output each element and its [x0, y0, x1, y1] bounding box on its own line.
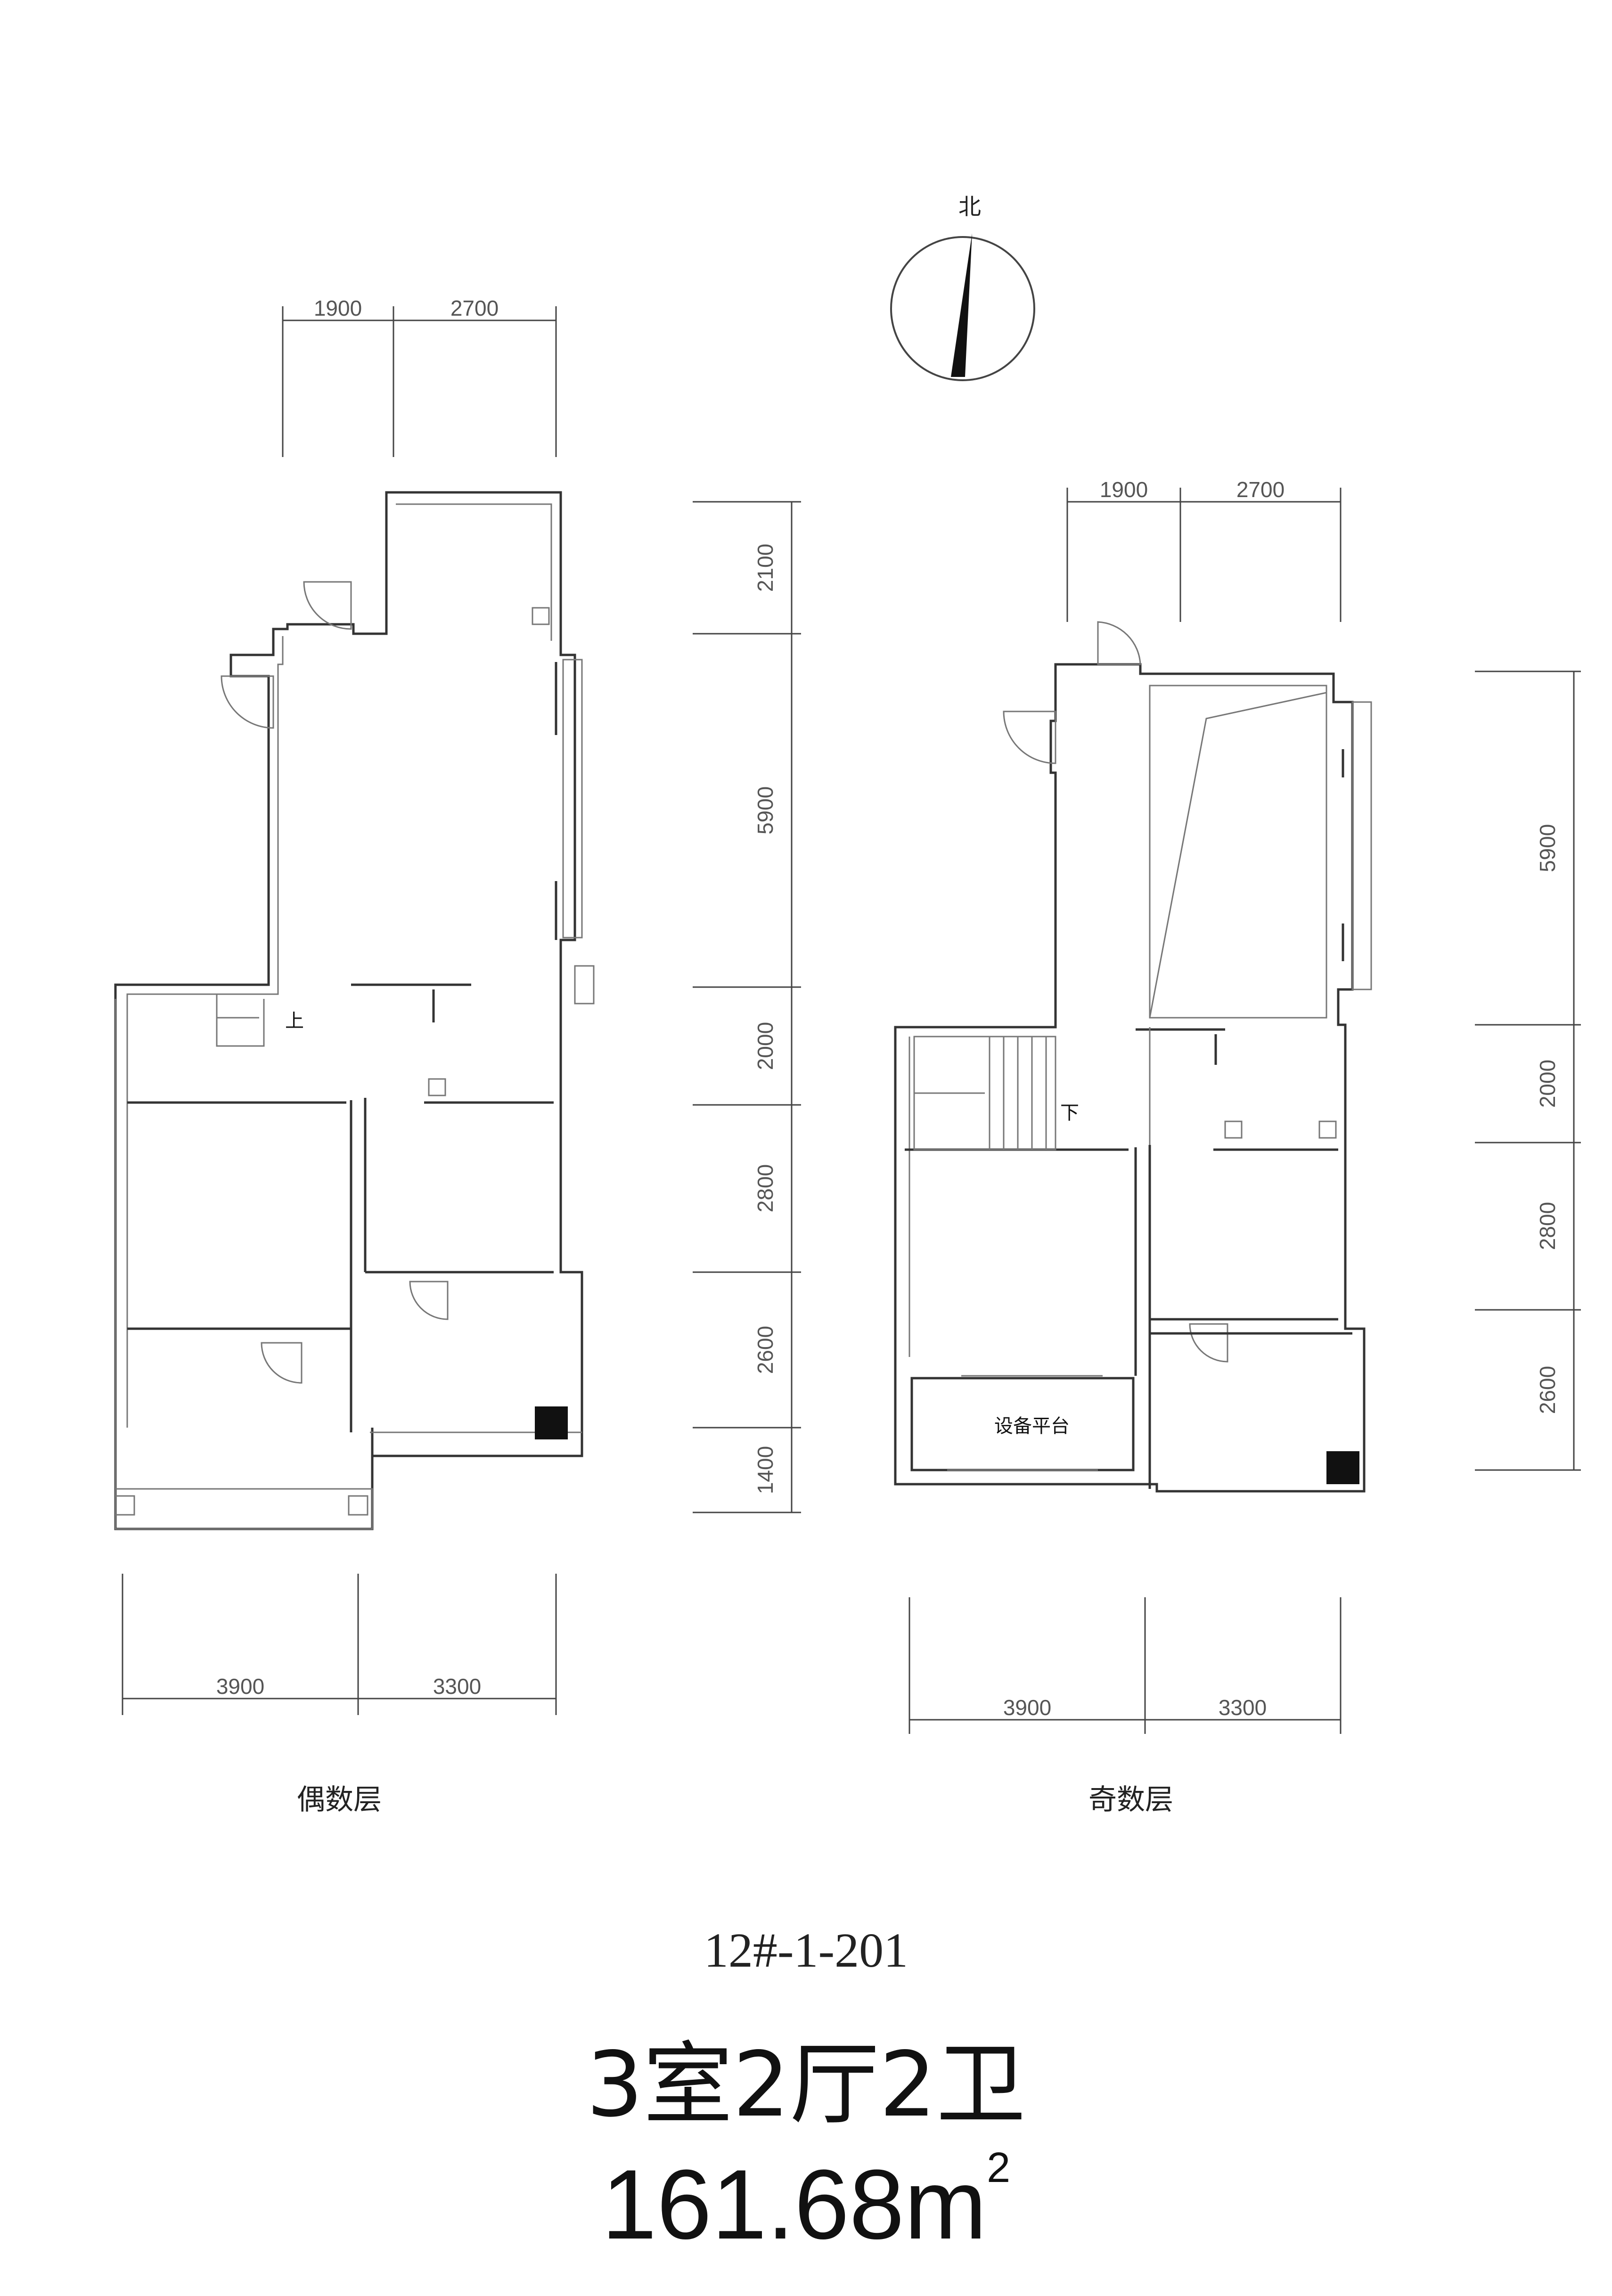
- even-column: [535, 1406, 568, 1439]
- north-label: 北: [958, 194, 981, 220]
- odd-bottom-dim-1: 3900: [1003, 1695, 1051, 1720]
- area-unit: m2: [904, 2144, 1011, 2260]
- even-stair-mark: 上: [285, 1010, 304, 1032]
- equipment-platform-label: 设备平台: [994, 1415, 1070, 1437]
- unit-area: 161.68m2: [0, 2144, 1612, 2262]
- odd-side-dim-4: 2600: [1535, 1366, 1560, 1414]
- odd-stair-mark: 下: [1060, 1102, 1079, 1124]
- unit-layout: 3室2厅2卫: [586, 2033, 1026, 2137]
- even-top-dimension: 1900 2700: [282, 296, 557, 457]
- even-balcony-railing: [562, 659, 583, 939]
- north-compass: 北: [890, 194, 1035, 381]
- odd-bottom-dim-2: 3300: [1219, 1695, 1267, 1720]
- even-bottom-dim-2: 3300: [433, 1674, 481, 1699]
- area-unit-sup: 2: [987, 2144, 1011, 2191]
- odd-floor-plan: 1900 2700 5900 2000 2800 2600: [894, 477, 1581, 1816]
- north-arrow-icon: [951, 233, 972, 377]
- area-value: 161.68: [601, 2149, 905, 2260]
- even-entry-door: [303, 581, 352, 630]
- even-stair: [216, 994, 265, 1047]
- even-side-dim-3: 2000: [753, 1022, 777, 1070]
- even-bottom-dim-1: 3900: [216, 1674, 264, 1699]
- odd-column: [1326, 1451, 1359, 1484]
- odd-side-dim-2: 2000: [1535, 1060, 1560, 1108]
- unit-code: 12#-1-201: [704, 1923, 908, 1977]
- odd-entry-door: [1097, 621, 1141, 665]
- odd-balcony-railing: [1351, 701, 1372, 990]
- odd-bottom-dimension: 3900 3300: [908, 1597, 1342, 1734]
- even-side-dim-2: 5900: [753, 786, 777, 834]
- even-bottom-balcony: [115, 1488, 373, 1530]
- odd-stair: 下: [913, 1036, 1079, 1151]
- odd-top-dim-1: 1900: [1100, 477, 1148, 502]
- even-side-dim-1: 2100: [753, 544, 777, 592]
- even-top-dim-2: 2700: [450, 296, 499, 320]
- even-top-dim-1: 1900: [314, 296, 362, 320]
- even-floor-plan: 1900 2700 2100 5900 2000 2800 2600 1400: [114, 296, 801, 1816]
- odd-top-dim-2: 2700: [1236, 477, 1285, 502]
- odd-side-dimension: 5900 2000 2800 2600: [1475, 670, 1581, 1471]
- even-bottom-dimension: 3900 3300: [122, 1574, 557, 1715]
- odd-side-dim-1: 5900: [1535, 824, 1560, 872]
- even-side-dim-4: 2800: [753, 1164, 777, 1212]
- even-side-dim-5: 2600: [753, 1326, 777, 1374]
- even-floor-walls: 上: [114, 491, 595, 1530]
- even-side-dimension: 2100 5900 2000 2800 2600 1400: [693, 501, 801, 1513]
- even-floor-label: 偶数层: [297, 1783, 382, 1816]
- odd-floor-walls: 下 设备平台: [894, 621, 1372, 1493]
- odd-top-dimension: 1900 2700: [1066, 477, 1342, 622]
- compass-ring: [890, 236, 1035, 381]
- odd-side-dim-3: 2800: [1535, 1202, 1560, 1250]
- even-side-dim-6: 1400: [753, 1446, 777, 1494]
- odd-floor-label: 奇数层: [1088, 1783, 1173, 1816]
